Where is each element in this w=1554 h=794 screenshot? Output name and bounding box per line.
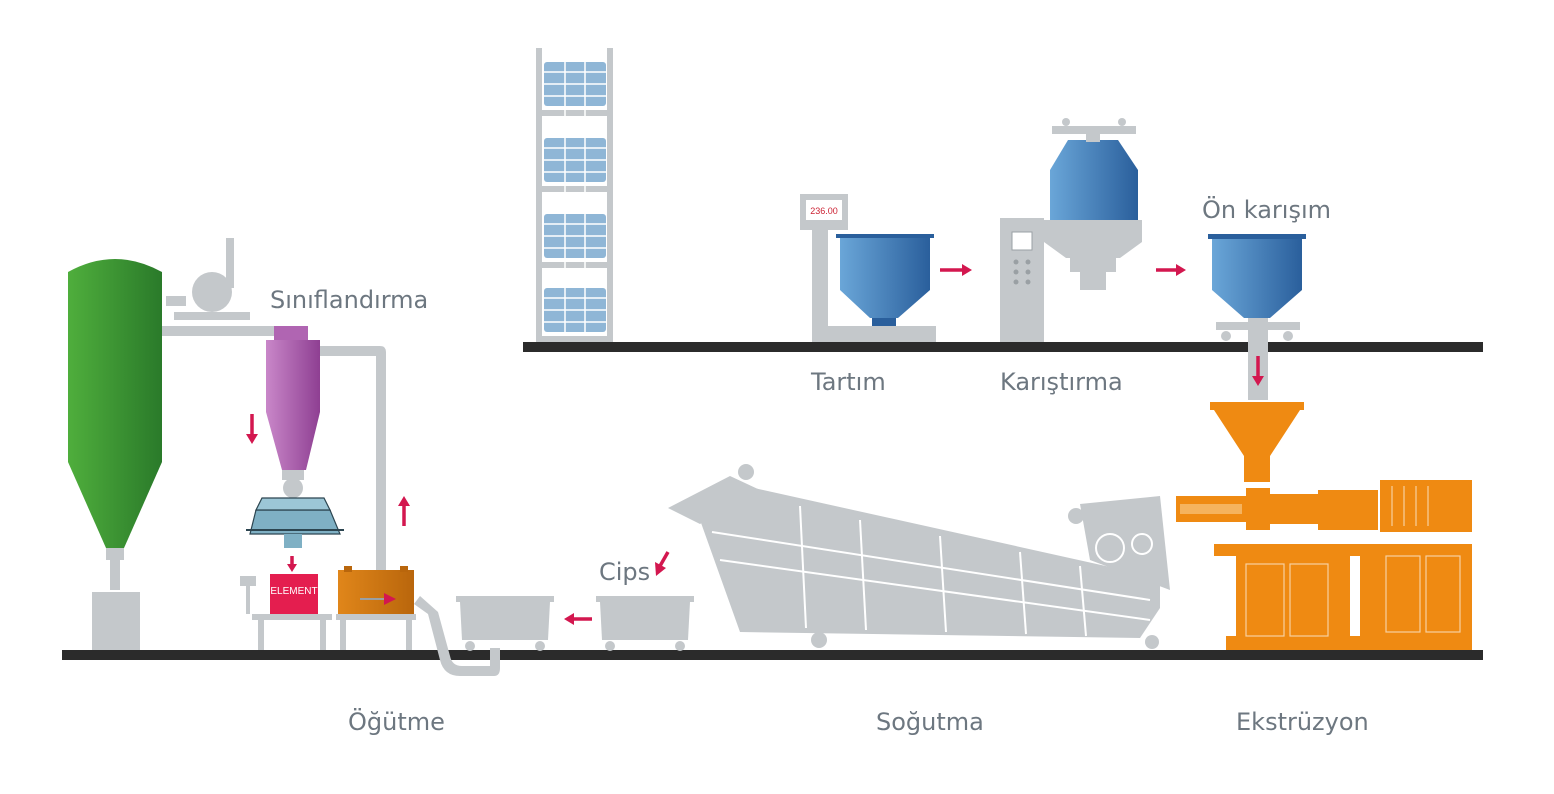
cooling-conveyor	[668, 464, 1170, 649]
label-tartim: Tartım	[810, 368, 886, 396]
storage-silo	[68, 259, 162, 650]
premix-hopper	[1208, 234, 1306, 400]
lower-floor	[62, 650, 1483, 660]
label-cips: Cips	[599, 558, 650, 586]
extruder	[1176, 402, 1472, 650]
scale-display: 236.00	[810, 206, 838, 216]
label-sogutma: Soğutma	[876, 708, 984, 736]
label-siniflandirma: Sınıflandırma	[270, 286, 428, 314]
element-box-label: ELEMENT	[270, 586, 317, 597]
chip-cart-right	[596, 596, 694, 651]
element-station: ELEMENT	[240, 574, 332, 650]
mixer	[1000, 118, 1142, 342]
flow-arrow-icon	[246, 264, 1264, 625]
chip-cart-left	[456, 596, 554, 651]
cyclone-classifier	[266, 326, 386, 572]
label-ekstruzyon: Ekstrüzyon	[1236, 708, 1369, 736]
blower	[162, 238, 302, 336]
grinder	[336, 566, 500, 676]
label-ogutme: Öğütme	[348, 707, 445, 736]
label-on-karisim: Ön karışım	[1202, 195, 1331, 224]
pallet-rack	[536, 48, 613, 342]
weighing-scale: 236.00	[800, 194, 936, 342]
sieve	[246, 470, 344, 548]
label-karistirma: Karıştırma	[1000, 368, 1123, 396]
upper-floor	[523, 342, 1483, 352]
